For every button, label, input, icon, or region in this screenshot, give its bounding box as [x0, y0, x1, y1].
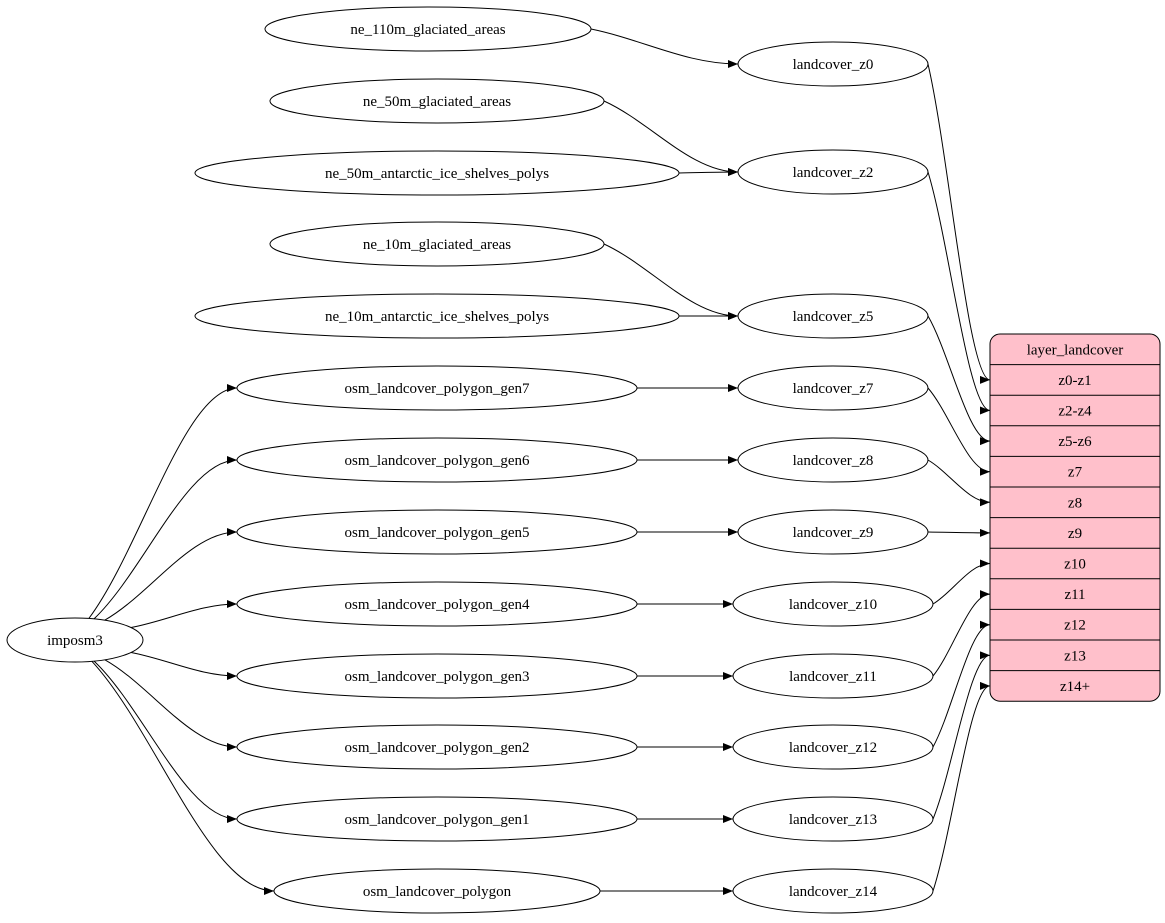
edge-layer — [88, 28, 991, 896]
ellipse-node-layer: imposm3 ne_110m_glaciated_areas ne_50m_gla… — [6, 6, 934, 914]
record-row-z13: z13 — [1064, 648, 1086, 664]
node-label: osm_landcover_polygon_gen6 — [345, 453, 530, 469]
edge-landcover_z12--z12 — [932, 620, 991, 748]
record-node-layer: layer_landcover z0-z1 z2-z4 z5-z6 z7 z8 z9 z10 z… — [989, 333, 1161, 702]
node-label: osm_landcover_polygon_gen5 — [345, 525, 530, 541]
record-layer_landcover: layer_landcover z0-z1 z2-z4 z5-z6 z7 z8 z9 z10 z… — [989, 333, 1161, 702]
edge-ne_50m_antarctic_ice_shelves_polys--landcover_z2 — [678, 168, 739, 177]
node-label: landcover_z10 — [789, 597, 877, 613]
node-label: ne_110m_glaciated_areas — [350, 22, 505, 38]
edge-landcover_z8--z8 — [927, 459, 991, 507]
node-landcover_z9: landcover_z9 — [737, 509, 929, 555]
edge-ne_10m_glaciated_areas--landcover_z5 — [603, 243, 739, 320]
node-shape — [6, 617, 144, 663]
node-label: landcover_z13 — [789, 812, 877, 828]
edge-imposm3--osm_landcover_polygon_gen1 — [93, 660, 238, 823]
node-label: landcover_z0 — [793, 57, 874, 73]
node-osm_landcover_polygon_gen1: osm_landcover_polygon_gen1 — [236, 796, 638, 842]
node-osm_landcover_polygon_gen6: osm_landcover_polygon_gen6 — [236, 437, 638, 483]
record-row-z14+: z14+ — [1060, 679, 1090, 695]
node-label: landcover_z2 — [793, 165, 874, 181]
record-row-z9: z9 — [1068, 526, 1082, 542]
record-row-z7: z7 — [1068, 465, 1083, 481]
node-ne_10m_antarctic_ice_shelves_polys: ne_10m_antarctic_ice_shelves_polys — [194, 293, 680, 339]
edge-imposm3--osm_landcover_polygon_gen6 — [93, 456, 238, 620]
node-label: ne_10m_glaciated_areas — [363, 237, 511, 253]
node-osm_landcover_polygon_gen4: osm_landcover_polygon_gen4 — [236, 581, 638, 627]
node-landcover_z2: landcover_z2 — [737, 149, 929, 195]
node-label: osm_landcover_polygon — [363, 884, 512, 900]
node-landcover_z12: landcover_z12 — [732, 724, 934, 770]
edge-landcover_z10--z10 — [932, 559, 991, 605]
edge-landcover_z0--z0-z1 — [927, 63, 991, 384]
record-title: layer_landcover — [1027, 342, 1124, 358]
node-ne_110m_glaciated_areas: ne_110m_glaciated_areas — [264, 6, 592, 52]
record-row-z2-z4: z2-z4 — [1058, 403, 1092, 419]
node-label: osm_landcover_polygon_gen2 — [345, 740, 530, 756]
record-row-z0-z1: z0-z1 — [1058, 373, 1091, 389]
node-landcover_z13: landcover_z13 — [732, 796, 934, 842]
node-ne_10m_glaciated_areas: ne_10m_glaciated_areas — [269, 221, 605, 267]
node-landcover_z11: landcover_z11 — [732, 653, 934, 699]
edge-landcover_z5--z5-z6 — [927, 315, 991, 446]
edge-imposm3--osm_landcover_polygon_gen2 — [104, 659, 238, 751]
edge-imposm3--osm_landcover_polygon — [91, 660, 275, 895]
node-ne_50m_glaciated_areas: ne_50m_glaciated_areas — [269, 78, 605, 124]
node-label: landcover_z7 — [793, 381, 874, 397]
node-imposm3: imposm3 — [6, 617, 144, 663]
node-landcover_z10: landcover_z10 — [732, 581, 934, 627]
node-label: osm_landcover_polygon_gen1 — [345, 812, 530, 828]
node-label: landcover_z14 — [789, 884, 878, 900]
node-landcover_z8: landcover_z8 — [737, 437, 929, 483]
node-osm_landcover_polygon: osm_landcover_polygon — [273, 868, 601, 914]
node-landcover_z7: landcover_z7 — [737, 365, 929, 411]
record-row-z10: z10 — [1064, 556, 1086, 572]
record-row-z12: z12 — [1064, 618, 1086, 634]
node-label: imposm3 — [47, 633, 103, 649]
edge-landcover_z9--z9 — [927, 528, 991, 537]
node-osm_landcover_polygon_gen2: osm_landcover_polygon_gen2 — [236, 724, 638, 770]
node-label: landcover_z5 — [793, 309, 874, 325]
node-label: ne_50m_glaciated_areas — [363, 94, 511, 110]
edge-landcover_z14--z14+ — [932, 681, 991, 892]
node-landcover_z0: landcover_z0 — [737, 41, 929, 87]
node-label: osm_landcover_polygon_gen3 — [345, 669, 530, 685]
edge-landcover_z2--z2-z4 — [927, 171, 991, 415]
record-row-z5-z6: z5-z6 — [1058, 434, 1092, 450]
node-landcover_z14: landcover_z14 — [732, 868, 934, 914]
node-label: landcover_z9 — [793, 525, 874, 541]
edge-landcover_z7--z7 — [927, 387, 991, 476]
record-row-z8: z8 — [1068, 495, 1082, 511]
node-landcover_z5: landcover_z5 — [737, 293, 929, 339]
node-label: osm_landcover_polygon_gen4 — [345, 597, 530, 613]
edge-imposm3--osm_landcover_polygon_gen3 — [131, 652, 238, 680]
node-label: landcover_z11 — [789, 669, 877, 685]
node-label: landcover_z12 — [789, 740, 877, 756]
node-label: landcover_z8 — [793, 453, 874, 469]
node-label: ne_10m_antarctic_ice_shelves_polys — [325, 309, 549, 325]
node-osm_landcover_polygon_gen3: osm_landcover_polygon_gen3 — [236, 653, 638, 699]
edge-ne_50m_glaciated_areas--landcover_z2 — [603, 100, 739, 176]
edge-imposm3--osm_landcover_polygon_gen4 — [131, 600, 238, 628]
node-ne_50m_antarctic_ice_shelves_polys: ne_50m_antarctic_ice_shelves_polys — [194, 150, 680, 196]
edge-landcover_z11--z11 — [932, 590, 991, 677]
node-label: ne_50m_antarctic_ice_shelves_polys — [325, 166, 549, 182]
edge-imposm3--osm_landcover_polygon_gen7 — [88, 384, 238, 619]
node-label: osm_landcover_polygon_gen7 — [345, 381, 530, 397]
node-osm_landcover_polygon_gen7: osm_landcover_polygon_gen7 — [236, 365, 638, 411]
edge-ne_110m_glaciated_areas--landcover_z0 — [590, 28, 739, 68]
record-row-z11: z11 — [1064, 587, 1085, 603]
edge-landcover_z13--z13 — [932, 651, 991, 820]
edge-imposm3--osm_landcover_polygon_gen5 — [104, 528, 238, 621]
node-osm_landcover_polygon_gen5: osm_landcover_polygon_gen5 — [236, 509, 638, 555]
